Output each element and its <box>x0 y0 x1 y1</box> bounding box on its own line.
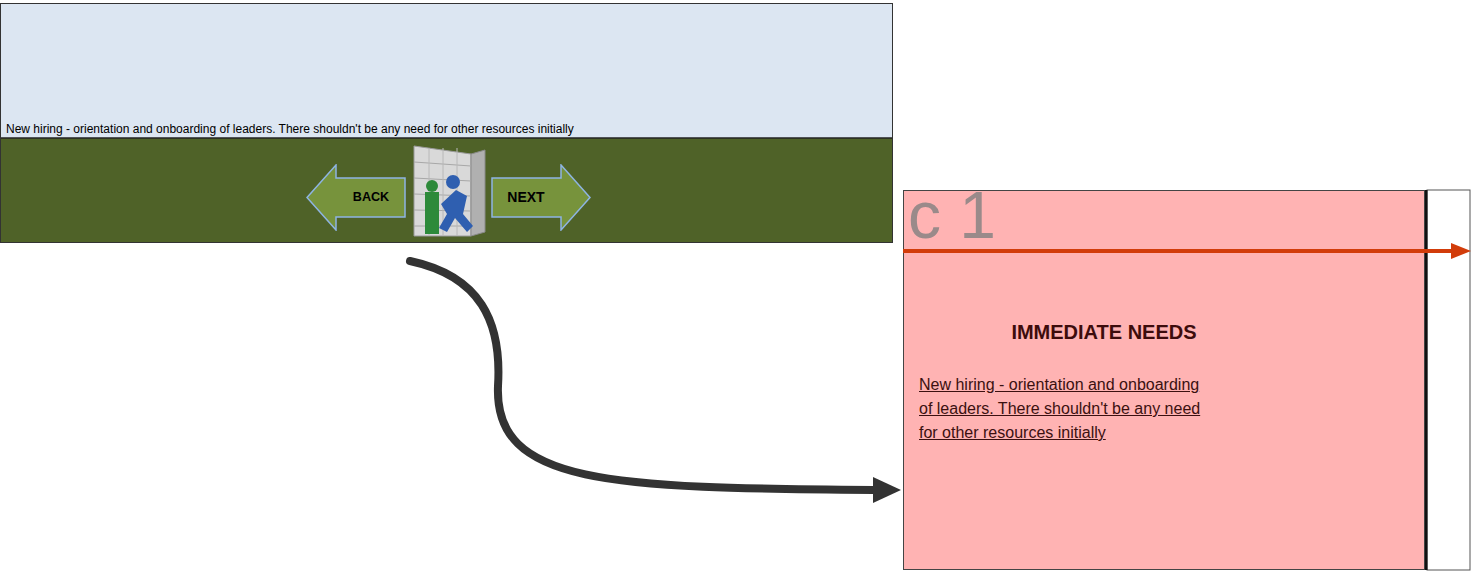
needs-body: New hiring - orientation and onboarding … <box>919 373 1214 445</box>
puzzle-wall-icon <box>414 146 485 236</box>
green-band <box>1 138 892 242</box>
button-label: BACK <box>336 178 406 217</box>
next-arrow-button: NEXT <box>491 164 591 231</box>
white-strip <box>1427 190 1470 570</box>
panel-note: New hiring - orientation and onboarding … <box>6 122 574 136</box>
needs-heading: IMMEDIATE NEEDS <box>904 321 1304 344</box>
phase-box: c 1IMMEDIATE NEEDSNew hiring - orientati… <box>903 190 1425 570</box>
curved-connector <box>410 261 901 503</box>
green-figure <box>425 192 439 234</box>
nav-panel: BACK NEXT New hiring - orientation and onb… <box>0 3 893 243</box>
band-divider <box>1 137 892 139</box>
back-arrow-button: BACK <box>306 164 406 231</box>
phase-watermark: c 1 <box>908 179 996 252</box>
blue-figure <box>439 190 473 232</box>
button-label: NEXT <box>491 178 561 217</box>
